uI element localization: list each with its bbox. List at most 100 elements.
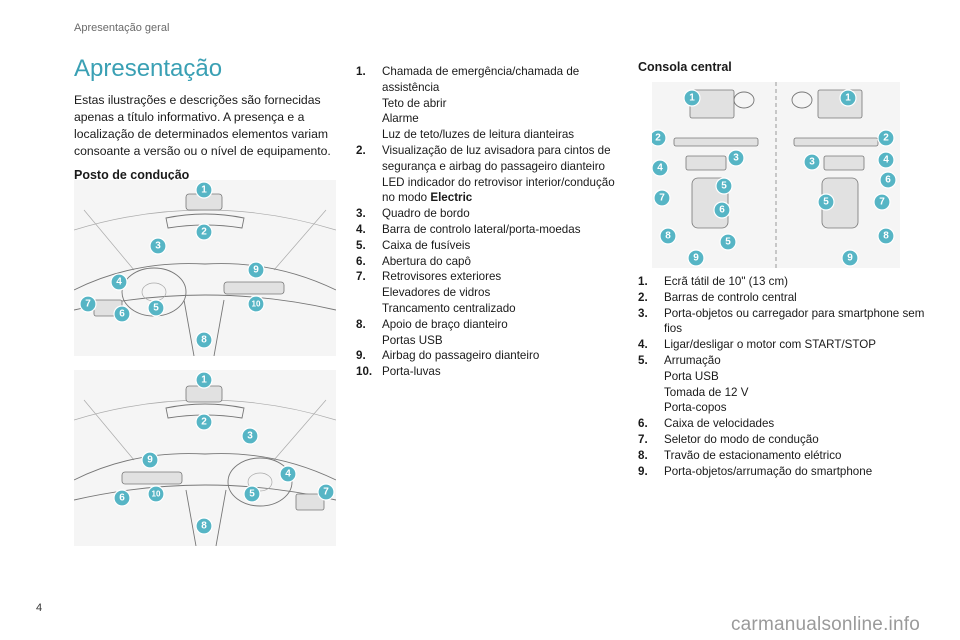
rhd-badge-7: 7 bbox=[317, 483, 335, 501]
central-console-legend: 1.Ecrã tátil de 10" (13 cm) 2.Barras de … bbox=[638, 274, 928, 479]
middle-column: 1.Chamada de emergência/chamada de assis… bbox=[356, 64, 618, 380]
console-right-badge-3-label: 3 bbox=[809, 157, 815, 168]
console-left-badge-7-label: 7 bbox=[659, 193, 665, 204]
lhd-badge-10-label: 10 bbox=[252, 300, 261, 309]
console-right-badge-2: 2 bbox=[877, 129, 895, 147]
console-right-badge-7: 7 bbox=[873, 193, 891, 211]
lhd-badge-9-label: 9 bbox=[253, 265, 259, 276]
lhd-badge-10: 10 bbox=[247, 295, 265, 313]
rhd-badge-7-label: 7 bbox=[323, 487, 329, 498]
console-left-badge-5b-label: 5 bbox=[725, 237, 731, 248]
console-right-badge-8-label: 8 bbox=[883, 231, 889, 242]
lhd-badge-1: 1 bbox=[195, 181, 213, 199]
rhd-badge-1-label: 1 bbox=[201, 375, 207, 386]
console-left-badge-1: 1 bbox=[683, 89, 701, 107]
passenger-dash-panel bbox=[223, 281, 285, 295]
page-title: Apresentação bbox=[74, 55, 223, 82]
lhd-badge-4-label: 4 bbox=[116, 277, 122, 288]
driving-position-heading: Posto de condução bbox=[74, 168, 190, 182]
legend-item: 1.Ecrã tátil de 10" (13 cm) bbox=[638, 275, 788, 288]
console-left-badge-7: 7 bbox=[653, 189, 671, 207]
rhd-badge-3: 3 bbox=[241, 427, 259, 445]
rhd-badge-9: 9 bbox=[141, 451, 159, 469]
legend-item: 9.Airbag do passageiro dianteiro bbox=[356, 349, 540, 363]
console-left-badge-6: 6 bbox=[713, 201, 731, 219]
legend-item: 10.Porta-luvas bbox=[356, 365, 441, 379]
legend-item: 2.Visualização de luz avisadora para cin… bbox=[356, 143, 615, 205]
rhd-badge-10-label: 10 bbox=[152, 490, 161, 499]
lhd-badge-1-label: 1 bbox=[201, 185, 207, 196]
console-left-badge-8-label: 8 bbox=[665, 231, 671, 242]
console-right-badge-4-label: 4 bbox=[883, 155, 889, 166]
right-column: Consola central bbox=[638, 60, 928, 74]
console-left-badge-9: 9 bbox=[687, 249, 705, 267]
lhd-badge-7: 7 bbox=[79, 295, 97, 313]
watermark-text: carmanualsonline.info bbox=[730, 614, 920, 635]
lhd-badge-8: 8 bbox=[195, 331, 213, 349]
console-right-badge-4: 4 bbox=[877, 151, 895, 169]
rhd-badge-2-label: 2 bbox=[201, 417, 207, 428]
console-left-badge-9-label: 9 bbox=[693, 253, 699, 264]
console-right-badge-9-label: 9 bbox=[847, 253, 853, 264]
control-bar-left bbox=[673, 137, 759, 147]
driving-position-legend: 1.Chamada de emergência/chamada de assis… bbox=[356, 64, 618, 380]
console-left-badge-4-label: 4 bbox=[657, 163, 663, 174]
dashboard-lhd-illustration: 1 2 3 4 5 6 7 8 9 10 bbox=[74, 180, 336, 356]
rhd-badge-6-label: 6 bbox=[119, 493, 125, 504]
console-right-badge-9: 9 bbox=[841, 249, 859, 267]
console-right-badge-1: 1 bbox=[839, 89, 857, 107]
console-right-badge-6-label: 6 bbox=[885, 175, 891, 186]
central-console-illustration: 1 2 3 4 5 6 7 8 5 9 1 2 3 4 6 5 7 8 9 bbox=[652, 82, 900, 268]
lhd-badge-7-label: 7 bbox=[85, 299, 91, 310]
central-console-heading: Consola central bbox=[638, 60, 732, 74]
page-number: 4 bbox=[36, 602, 43, 614]
legend-item: 5.Caixa de fusíveis bbox=[356, 238, 471, 252]
rhd-badge-6: 6 bbox=[113, 489, 131, 507]
rhd-badge-4-label: 4 bbox=[285, 469, 291, 480]
console-left-badge-3-label: 3 bbox=[733, 153, 739, 164]
legend-item: 4.Barra de controlo lateral/porta-moedas bbox=[356, 222, 581, 236]
rhd-badge-5-label: 5 bbox=[249, 489, 255, 500]
rear-view-mirror bbox=[165, 403, 245, 419]
legend-item: 6.Caixa de velocidades bbox=[638, 417, 775, 431]
legend-item: 8.Travão de estacionamento elétrico bbox=[638, 448, 842, 462]
console-left-badge-2: 2 bbox=[652, 129, 667, 147]
lhd-badge-6-label: 6 bbox=[119, 309, 125, 320]
rhd-badge-9-label: 9 bbox=[147, 455, 153, 466]
rear-view-mirror bbox=[165, 213, 245, 229]
central-console-list-wrapper: 1.Ecrã tátil de 10" (13 cm) 2.Barras de … bbox=[638, 274, 928, 479]
console-left-badge-5b: 5 bbox=[719, 233, 737, 251]
console-left-badge-5-label: 5 bbox=[721, 181, 727, 192]
rhd-badge-8: 8 bbox=[195, 517, 213, 535]
steering-wheel bbox=[227, 457, 293, 507]
rhd-badge-5: 5 bbox=[243, 485, 261, 503]
door-panel bbox=[295, 493, 325, 511]
console-left-badge-2-label: 2 bbox=[655, 133, 661, 144]
dashboard-rhd-drawing: 1 2 3 4 5 6 7 8 9 10 bbox=[74, 371, 336, 546]
console-right-badge-3: 3 bbox=[803, 153, 821, 171]
lhd-badge-2: 2 bbox=[195, 223, 213, 241]
console-right-badge-2-label: 2 bbox=[883, 133, 889, 144]
console-right-badge-5: 5 bbox=[817, 193, 835, 211]
central-console-drawing: 1 2 3 4 5 6 7 8 5 9 1 2 3 4 6 5 7 8 9 bbox=[652, 82, 897, 268]
console-right-badge-8: 8 bbox=[877, 227, 895, 245]
left-column: Apresentação Estas ilustrações e descriç… bbox=[74, 54, 336, 182]
legend-item: 3.Quadro de bordo bbox=[356, 207, 470, 221]
dashboard-lhd-drawing: 1 2 3 4 5 6 7 8 9 10 bbox=[74, 181, 336, 356]
rhd-badge-10: 10 bbox=[147, 485, 165, 503]
console-left-badge-4: 4 bbox=[652, 159, 669, 177]
intro-paragraph: Estas ilustrações e descrições são forne… bbox=[74, 93, 331, 158]
lhd-badge-4: 4 bbox=[110, 273, 128, 291]
passenger-dash-panel bbox=[121, 471, 183, 485]
dashboard-rhd-illustration: 1 2 3 4 5 6 7 8 9 10 bbox=[74, 370, 336, 546]
legend-item: 3.Porta-objetos ou carregador para smart… bbox=[638, 306, 925, 336]
legend-item: 1.Chamada de emergência/chamada de assis… bbox=[356, 65, 580, 142]
console-right-badge-1-label: 1 bbox=[845, 93, 851, 104]
lhd-badge-5-label: 5 bbox=[153, 303, 159, 314]
console-left-badge-6-label: 6 bbox=[719, 205, 725, 216]
running-header: Apresentação geral bbox=[74, 22, 170, 34]
lhd-badge-3-label: 3 bbox=[155, 241, 161, 252]
lhd-badge-9: 9 bbox=[247, 261, 265, 279]
